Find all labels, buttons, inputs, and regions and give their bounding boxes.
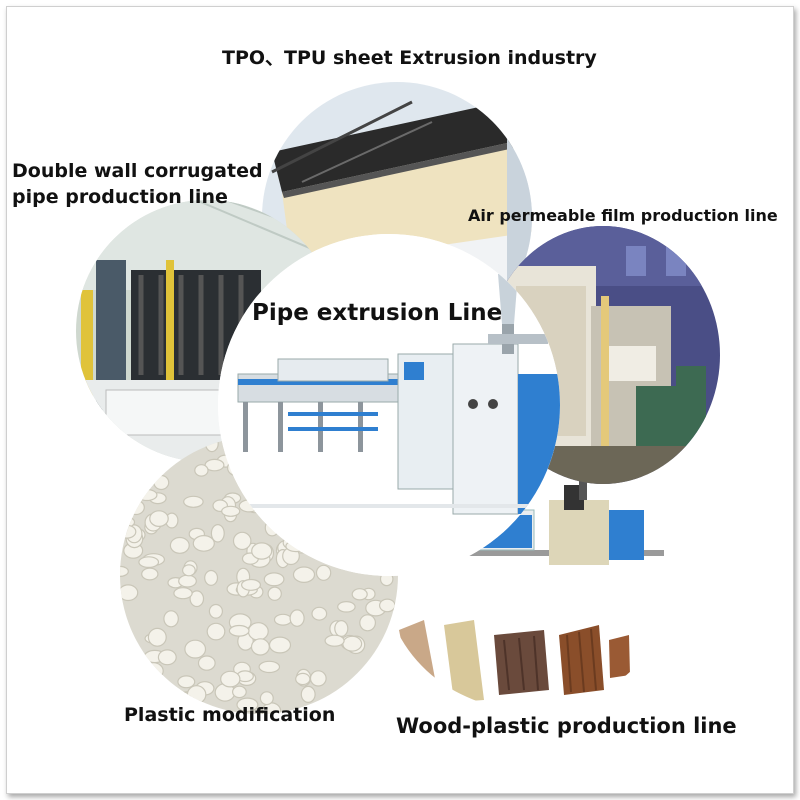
pellet (157, 649, 177, 666)
label-wood-plastic: Wood-plastic production line (396, 714, 737, 738)
label-tpo-sheet: TPO、TPU sheet Extrusion industry (222, 47, 597, 69)
pellet (247, 622, 269, 641)
pellet (178, 574, 197, 588)
pellet (197, 655, 216, 671)
pellet (259, 691, 274, 706)
pipe-extrusion-photo (218, 234, 560, 576)
pellet (251, 542, 273, 560)
pellet (194, 464, 209, 477)
pellet (204, 569, 219, 586)
pipe-extrusion-illustration (218, 234, 560, 576)
label-corrugated-pipe-line1: Double wall corrugated (12, 160, 263, 182)
pellet (232, 531, 252, 551)
pellet (236, 697, 259, 713)
pellet (206, 622, 226, 641)
pellet (359, 614, 377, 632)
pellet (120, 584, 139, 602)
pellet (334, 620, 349, 638)
pellet (378, 598, 396, 613)
pellet (311, 606, 328, 621)
label-corrugated-pipe-line2: pipe production line (12, 186, 228, 208)
pellet (268, 636, 292, 654)
pellet (147, 627, 167, 647)
pellet (300, 685, 316, 703)
pellet (267, 586, 282, 601)
pellet (258, 660, 281, 674)
pellet (337, 601, 356, 613)
pellet (153, 474, 170, 491)
pellet (221, 505, 241, 517)
label-pipe-extrusion: Pipe extrusion Line (252, 300, 503, 326)
pellet (183, 495, 204, 508)
pellet (173, 587, 193, 600)
pellet (263, 572, 285, 587)
pellet (324, 634, 345, 647)
pellet (189, 590, 205, 608)
pellet (208, 603, 224, 619)
pellet (228, 624, 250, 637)
pellet (295, 672, 311, 686)
pellet (351, 588, 368, 601)
pellet (231, 685, 247, 699)
pellet (138, 556, 160, 568)
pellet (149, 510, 169, 527)
pellet (315, 564, 332, 581)
pellet (169, 536, 190, 554)
pellet (182, 564, 196, 577)
pellet (192, 534, 215, 552)
pellet (220, 670, 241, 688)
pellet (210, 524, 225, 543)
label-air-permeable-film: Air permeable film production line (468, 206, 778, 225)
pellet (141, 567, 159, 581)
pellet (292, 566, 316, 583)
pellet (342, 635, 363, 652)
pellet (289, 609, 305, 627)
pellet (273, 613, 293, 626)
pellet (184, 639, 207, 659)
label-plastic-modification: Plastic modification (124, 704, 336, 726)
pellet (120, 565, 129, 577)
pellet (240, 578, 261, 591)
pellet (250, 638, 270, 656)
pellet (163, 610, 179, 628)
pellet (177, 675, 196, 689)
pellet (309, 670, 327, 687)
